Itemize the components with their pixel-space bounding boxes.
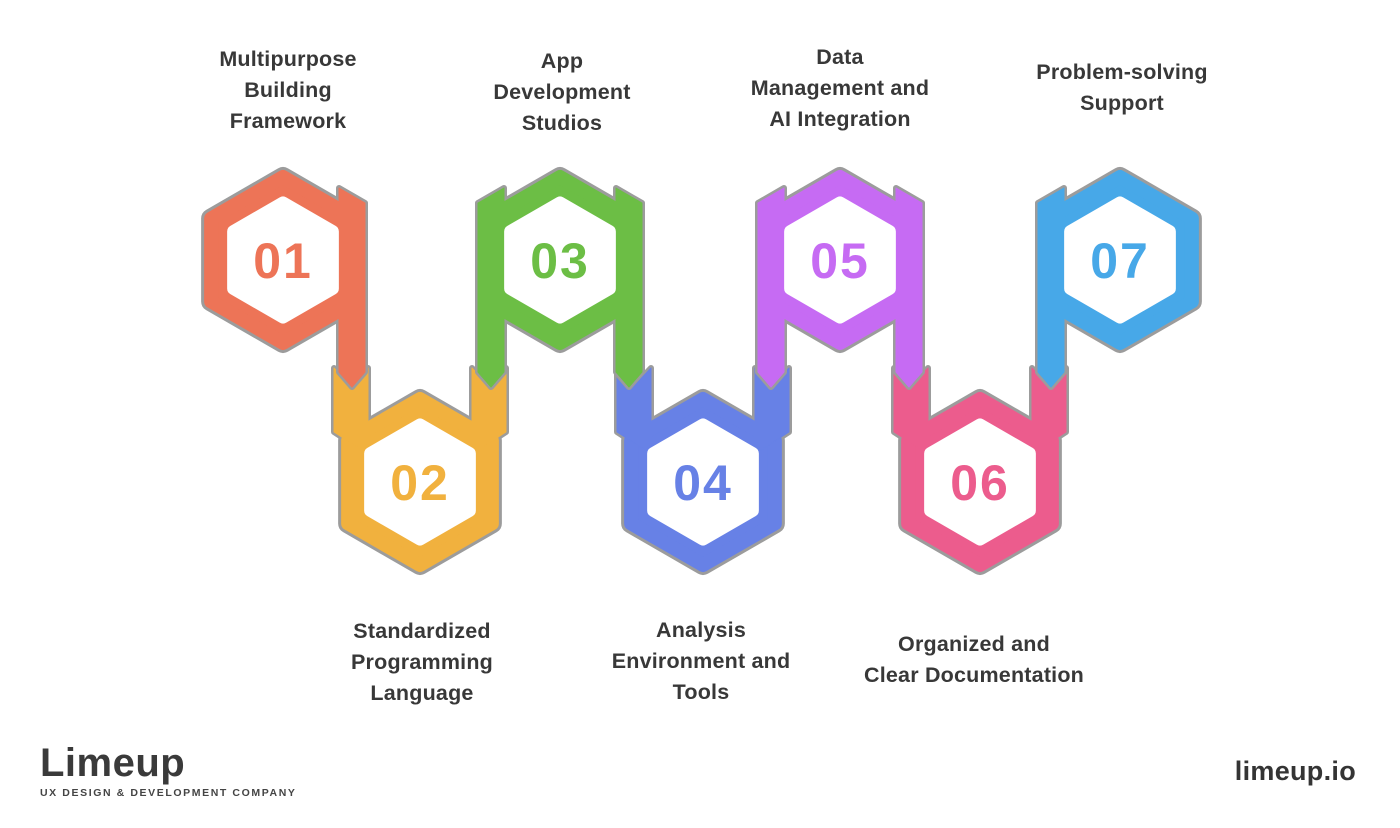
step-label-03: App Development Studios	[493, 49, 631, 135]
brand-tagline: UX design & development company	[40, 787, 297, 799]
step-label-07: Problem-solving Support	[1036, 60, 1208, 115]
step-number-07: 07	[1090, 233, 1150, 289]
hexagon-06: 06	[891, 365, 1069, 575]
step-number-01: 01	[253, 233, 313, 289]
hexagon-02: 02	[331, 365, 509, 575]
step-label-05: Data Management and AI Integration	[750, 45, 930, 131]
step-label-04: Analysis Environment and Tools	[611, 618, 791, 704]
hexagon-05: 05	[755, 167, 925, 390]
step-number-06: 06	[950, 455, 1010, 511]
brand-name: Limeup	[40, 741, 186, 785]
brand-logo: Limeup UX design & development company	[40, 742, 297, 799]
step-number-04: 04	[673, 455, 733, 511]
hexagon-01: 01	[201, 167, 368, 390]
step-label-01: Multipurpose Building Framework	[219, 47, 357, 133]
step-number-05: 05	[810, 233, 870, 289]
step-number-03: 03	[530, 233, 590, 289]
step-label-02: Standardized Programming Language	[351, 619, 493, 705]
hexagon-07: 07	[1035, 167, 1202, 390]
step-label-06: Organized and Clear Documentation	[863, 632, 1085, 687]
watermark-text: limeup.io	[1234, 756, 1356, 786]
hexagon-04: 04	[614, 365, 792, 575]
hexagon-03: 03	[475, 167, 645, 390]
step-number-02: 02	[390, 455, 450, 511]
